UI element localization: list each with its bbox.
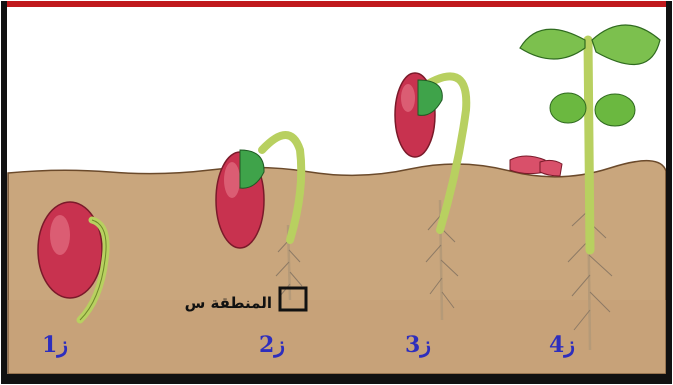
stage-label: ز3 xyxy=(405,332,431,358)
frame-right-border xyxy=(666,1,672,384)
frame-top-border xyxy=(1,1,672,7)
stage-label: ز4 xyxy=(549,332,575,358)
frame-bottom-border xyxy=(1,374,672,384)
region-marker-label: المنطقة س xyxy=(185,294,272,312)
frame-left-border xyxy=(1,1,7,384)
stage-label: ز2 xyxy=(259,332,285,358)
stage-label: ز1 xyxy=(42,332,68,358)
